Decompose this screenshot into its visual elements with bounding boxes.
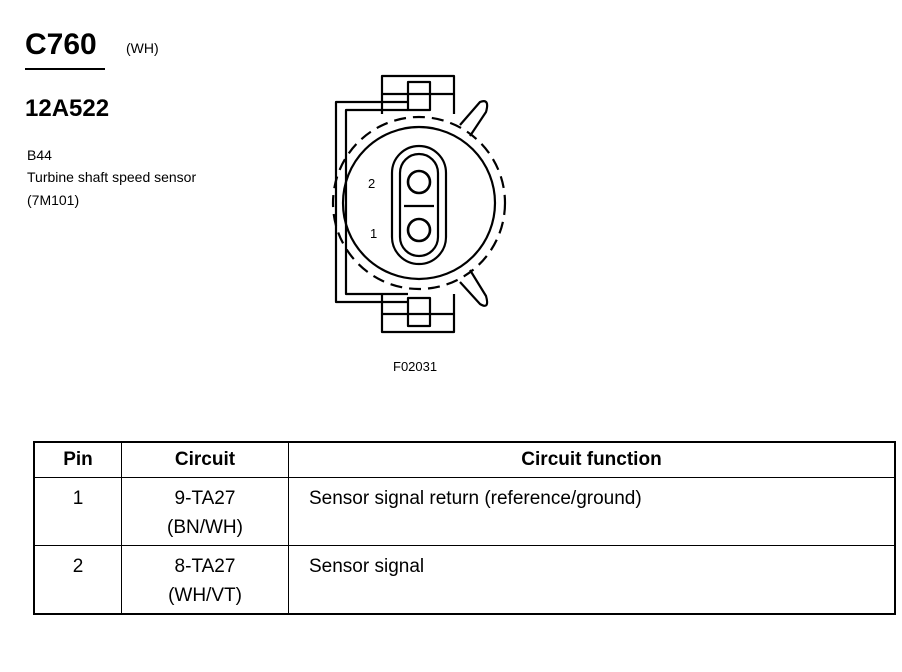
bottom-latch — [380, 312, 456, 334]
connector-id-underline — [25, 68, 105, 70]
terminal-1 — [406, 217, 432, 243]
table-header-row: Pin Circuit Circuit function — [33, 441, 896, 478]
pin-number: 2 — [72, 556, 84, 577]
housing-bracket-inner — [344, 108, 408, 296]
component-code: B44 — [27, 147, 52, 163]
terminal-2 — [406, 169, 432, 195]
header-circuit: Circuit — [121, 441, 289, 478]
pin-label-2: 2 — [368, 176, 375, 191]
circuit-function: Sensor signal return (reference/ground) — [309, 488, 642, 509]
housing-bracket — [334, 100, 408, 304]
dashed-outline — [331, 115, 507, 291]
pin-label-1: 1 — [370, 226, 377, 241]
connector-id: C760 — [25, 28, 97, 61]
header-circuit-function: Circuit function — [288, 441, 896, 478]
table-row: 2 8-TA27 (WH/VT) Sensor signal — [33, 545, 896, 615]
top-latch — [380, 74, 456, 96]
circuit-number: 9-TA27 — [174, 488, 236, 509]
right-ear-top — [459, 100, 489, 137]
terminal-slot — [390, 144, 448, 266]
housing-body — [341, 125, 497, 281]
right-ear-bottom — [459, 269, 489, 307]
table-row: 1 9-TA27 (BN/WH) Sensor signal return (re… — [33, 477, 896, 546]
connector-diagram: 2 1 — [320, 70, 520, 340]
header-pin: Pin — [33, 441, 122, 478]
connector-color: (WH) — [126, 40, 159, 56]
circuit-function: Sensor signal — [309, 556, 425, 577]
pinout-table: Pin Circuit Circuit function 1 9-TA27 (BN… — [33, 441, 896, 615]
component-description: Turbine shaft speed sensor (7M101) — [27, 169, 197, 208]
pin-number: 1 — [72, 488, 84, 509]
circuit-color: (BN/WH) — [167, 517, 243, 538]
circuit-color: (WH/VT) — [168, 585, 242, 606]
figure-id: F02031 — [393, 359, 438, 374]
part-number: 12A522 — [25, 95, 110, 122]
circuit-number: 8-TA27 — [174, 556, 236, 577]
